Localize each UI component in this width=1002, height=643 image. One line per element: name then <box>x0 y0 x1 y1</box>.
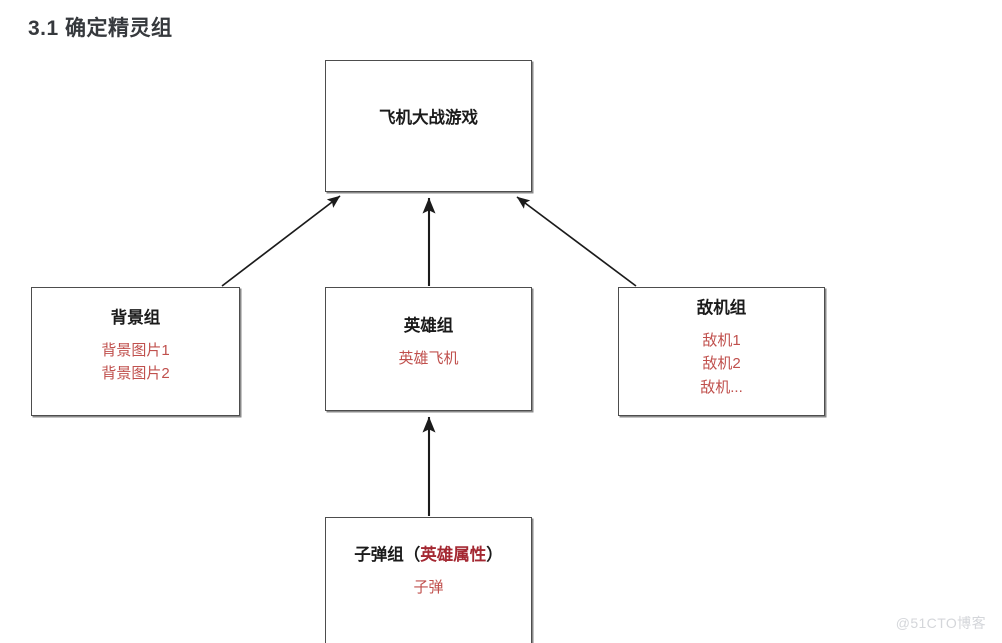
list-item: 背景图片1 <box>101 341 170 359</box>
node-enemy-items: 敌机1 敌机2 敌机... <box>619 329 824 400</box>
edge-background-to-game <box>221 195 341 287</box>
node-enemy[interactable]: 敌机组 敌机1 敌机2 敌机... <box>618 287 825 416</box>
node-bullet-title: 子弹组（英雄属性） <box>326 545 531 566</box>
node-game[interactable]: 飞机大战游戏 <box>325 60 532 192</box>
node-enemy-title: 敌机组 <box>696 299 747 317</box>
node-hero-title: 英雄组 <box>403 317 454 335</box>
list-item: 敌机2 <box>702 355 741 373</box>
list-item: 敌机1 <box>702 331 741 349</box>
node-bullet-title-prefix: 子弹组（ <box>354 546 421 564</box>
watermark: @51CTO博客 <box>895 615 986 631</box>
node-bullet-title-suffix: ） <box>486 546 503 564</box>
node-hero-items: 英雄飞机 <box>326 347 531 371</box>
list-item: 敌机... <box>700 379 743 396</box>
node-bullet-title-accent: 英雄属性 <box>420 546 487 564</box>
node-bullet-content: 子弹组（英雄属性） 子弹 <box>326 545 531 599</box>
node-background[interactable]: 背景组 背景图片1 背景图片2 <box>31 287 240 416</box>
edge-enemy-to-game <box>516 196 637 287</box>
list-item: 子弹 <box>413 578 444 596</box>
node-hero[interactable]: 英雄组 英雄飞机 <box>325 287 532 411</box>
page-title: 3.1 确定精灵组 <box>28 17 173 40</box>
list-item: 英雄飞机 <box>398 349 459 367</box>
node-background-title: 背景组 <box>110 309 161 327</box>
node-enemy-content: 敌机组 敌机1 敌机2 敌机... <box>619 298 824 400</box>
node-bullet[interactable]: 子弹组（英雄属性） 子弹 <box>325 517 532 643</box>
node-background-items: 背景图片1 背景图片2 <box>32 339 239 386</box>
node-bullet-items: 子弹 <box>326 576 531 600</box>
list-item: 背景图片2 <box>101 365 170 383</box>
node-background-content: 背景组 背景图片1 背景图片2 <box>32 308 239 386</box>
node-game-title: 飞机大战游戏 <box>379 109 478 127</box>
node-game-content: 飞机大战游戏 <box>326 108 531 129</box>
node-hero-content: 英雄组 英雄飞机 <box>326 316 531 370</box>
